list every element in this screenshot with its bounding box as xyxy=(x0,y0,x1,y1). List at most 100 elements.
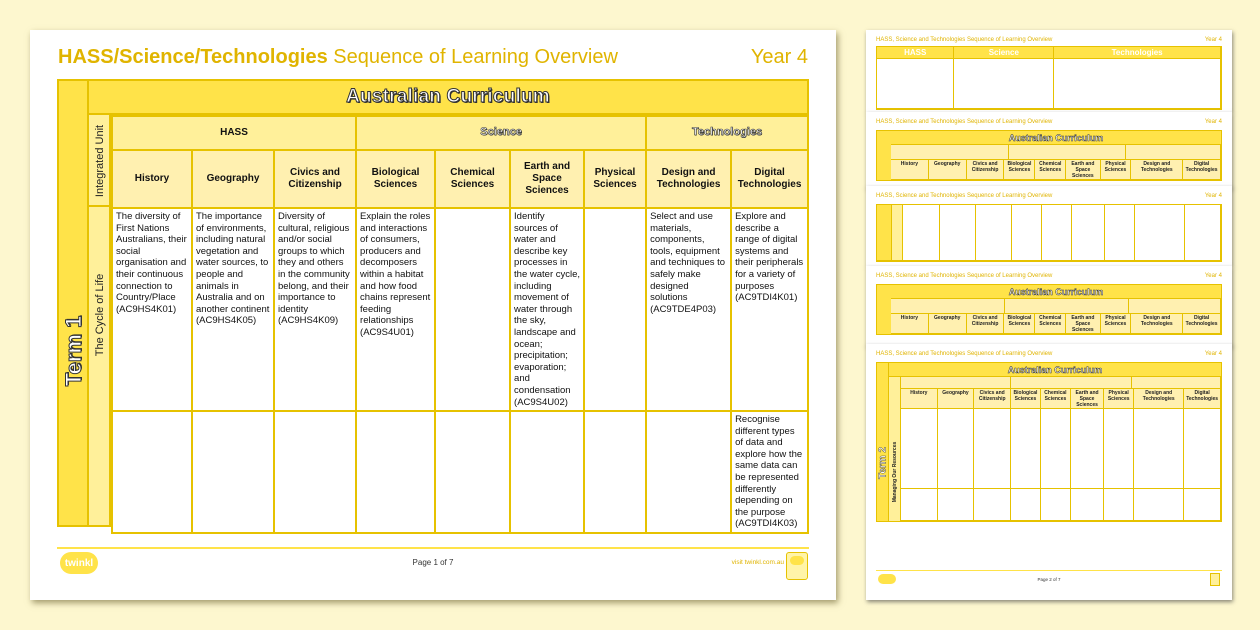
thumb-col: Geography xyxy=(937,389,975,409)
table-cell: Identify sources of water and describe k… xyxy=(509,206,586,413)
curriculum-banner: Australian Curriculum xyxy=(89,81,807,115)
curriculum-grid: Term 1 Australian Curriculum Integrated … xyxy=(57,79,810,535)
thumb-col: Biological Sciences xyxy=(1011,389,1041,409)
table-row: The diversity of First Nations Australia… xyxy=(111,206,810,413)
thumb-col: Civics and Citizenship xyxy=(966,314,1005,334)
thumb-unit-name: Managing Our Resources xyxy=(892,441,898,503)
thumb-title: HASS, Science and Technologies Sequence … xyxy=(876,273,1053,279)
column-header-physical: Physical Sciences xyxy=(583,149,648,209)
twinkl-logo: twinkl xyxy=(60,552,98,574)
website-link: visit twinkl.com.au xyxy=(731,559,784,566)
thumb-col: Digital Technologies xyxy=(1184,389,1221,409)
thumb-col: History xyxy=(891,314,929,334)
table-cell: Recognise different types of data and ex… xyxy=(730,410,810,535)
thumb-col: Chemical Sciences xyxy=(1040,389,1071,409)
thumb-col: Geography xyxy=(928,314,967,334)
thumb-col: Digital Technologies xyxy=(1183,160,1221,180)
table-cell xyxy=(509,410,586,535)
thumb-year: Year 4 xyxy=(1204,119,1222,125)
thumb-badge-icon xyxy=(1210,573,1220,586)
thumb-col: Design and Technologies xyxy=(1131,160,1184,180)
thumb-col: History xyxy=(901,389,938,409)
thumb-col: Digital Technologies xyxy=(1183,314,1221,334)
document-title: HASS/Science/Technologies Sequence of Le… xyxy=(58,46,618,68)
table-cell: Select and use materials, components, to… xyxy=(645,206,733,413)
column-header-digital-tech: Digital Technologies xyxy=(730,149,810,209)
thumb-banner: Australian Curriculum xyxy=(891,285,1221,299)
thumb-term-label: Term 2 xyxy=(877,446,889,480)
unit-name: The Cycle of Life xyxy=(94,273,106,357)
table-cell: The diversity of First Nations Australia… xyxy=(111,206,193,413)
document-page-1: HASS/Science/Technologies Sequence of Le… xyxy=(30,30,836,600)
thumb-year: Year 4 xyxy=(1204,37,1222,43)
thumb-col: Design and Technologies xyxy=(1134,389,1185,409)
integrated-unit-label: Integrated Unit xyxy=(94,124,106,198)
preview-page-thumbnail: HASS, Science and Technologies Sequence … xyxy=(866,186,1232,266)
thumb-col: Physical Sciences xyxy=(1100,314,1132,334)
thumb-col: Physical Sciences xyxy=(1100,160,1132,180)
group-header-science: Science xyxy=(355,115,648,151)
thumb-year: Year 4 xyxy=(1204,193,1222,199)
column-header-earth-space: Earth and Space Sciences xyxy=(509,149,586,209)
thumb-col: Earth and Space Sciences xyxy=(1066,314,1101,334)
curriculum-table: HASS Science Technologies History Geogra… xyxy=(110,115,810,535)
thumb-banner: Australian Curriculum xyxy=(891,131,1221,145)
integrated-unit-column: Integrated Unit The Cycle of Life xyxy=(89,115,111,525)
thumb-year: Year 4 xyxy=(1204,273,1222,279)
thumb-page-number: Page 2 of 7 xyxy=(1037,577,1061,582)
thumb-col: Biological Sciences xyxy=(1004,160,1036,180)
column-header-biological: Biological Sciences xyxy=(355,149,437,209)
term-column: Term 1 xyxy=(59,81,89,525)
thumb-title: HASS, Science and Technologies Sequence … xyxy=(876,193,1053,199)
term-label: Term 1 xyxy=(61,315,87,387)
thumb-col: Earth and Space Sciences xyxy=(1070,389,1105,409)
table-cell xyxy=(111,410,193,535)
thumb-title: HASS, Science and Technologies Sequence … xyxy=(876,351,1053,357)
thumb-banner: Australian Curriculum xyxy=(889,363,1221,377)
thumb-col: Civics and Citizenship xyxy=(966,160,1005,180)
preview-page-thumbnail: HASS, Science and Technologies Sequence … xyxy=(866,112,1232,188)
thumb-col: History xyxy=(891,160,929,180)
thumb-title: HASS, Science and Technologies Sequence … xyxy=(876,37,1053,43)
table-cell: Explain the roles and interactions of co… xyxy=(355,206,437,413)
quality-badge-icon xyxy=(786,552,808,580)
table-row: Recognise different types of data and ex… xyxy=(111,410,810,535)
group-header-technologies: Technologies xyxy=(645,115,810,151)
year-label: Year 4 xyxy=(750,46,808,68)
thumb-col: Chemical Sciences xyxy=(1035,160,1067,180)
table-cell: The importance of environments, includin… xyxy=(191,206,275,413)
thumb-header-hass: HASS xyxy=(877,47,955,59)
column-header-geography: Geography xyxy=(191,149,275,209)
footer-divider xyxy=(57,547,809,549)
thumb-col: Design and Technologies xyxy=(1131,314,1184,334)
thumb-col: Chemical Sciences xyxy=(1035,314,1067,334)
thumb-col: Earth and Space Sciences xyxy=(1066,160,1101,180)
group-header-hass: HASS xyxy=(110,115,358,151)
column-header-civics: Civics and Citizenship xyxy=(272,149,358,209)
preview-page-thumbnail: HASS, Science and Technologies Sequence … xyxy=(866,344,1232,600)
table-cell xyxy=(434,206,512,413)
column-header-history: History xyxy=(111,149,193,209)
table-cell xyxy=(191,410,275,535)
column-header-chemical: Chemical Sciences xyxy=(434,149,512,209)
preview-page-thumbnail: HASS, Science and Technologies Sequence … xyxy=(866,30,1232,112)
thumb-twinkl-logo xyxy=(878,574,896,584)
table-cell xyxy=(355,410,437,535)
thumb-header-science: Science xyxy=(954,47,1055,59)
table-cell xyxy=(583,206,648,413)
thumb-header-tech: Technologies xyxy=(1054,47,1221,59)
thumb-col: Physical Sciences xyxy=(1104,389,1135,409)
thumb-col: Geography xyxy=(928,160,967,180)
table-cell: Diversity of cultural, religious and/or … xyxy=(272,206,358,413)
page-number: Page 1 of 7 xyxy=(412,558,454,567)
thumb-year: Year 4 xyxy=(1204,351,1222,357)
table-cell xyxy=(272,410,358,535)
thumb-title: HASS, Science and Technologies Sequence … xyxy=(876,119,1053,125)
column-header-design-tech: Design and Technologies xyxy=(645,149,733,209)
table-cell: Explore and describe a range of digital … xyxy=(730,206,810,413)
table-cell xyxy=(434,410,512,535)
thumb-col: Biological Sciences xyxy=(1004,314,1036,334)
thumb-col: Civics and Citizenship xyxy=(974,389,1012,409)
table-cell xyxy=(583,410,648,535)
table-cell xyxy=(645,410,733,535)
